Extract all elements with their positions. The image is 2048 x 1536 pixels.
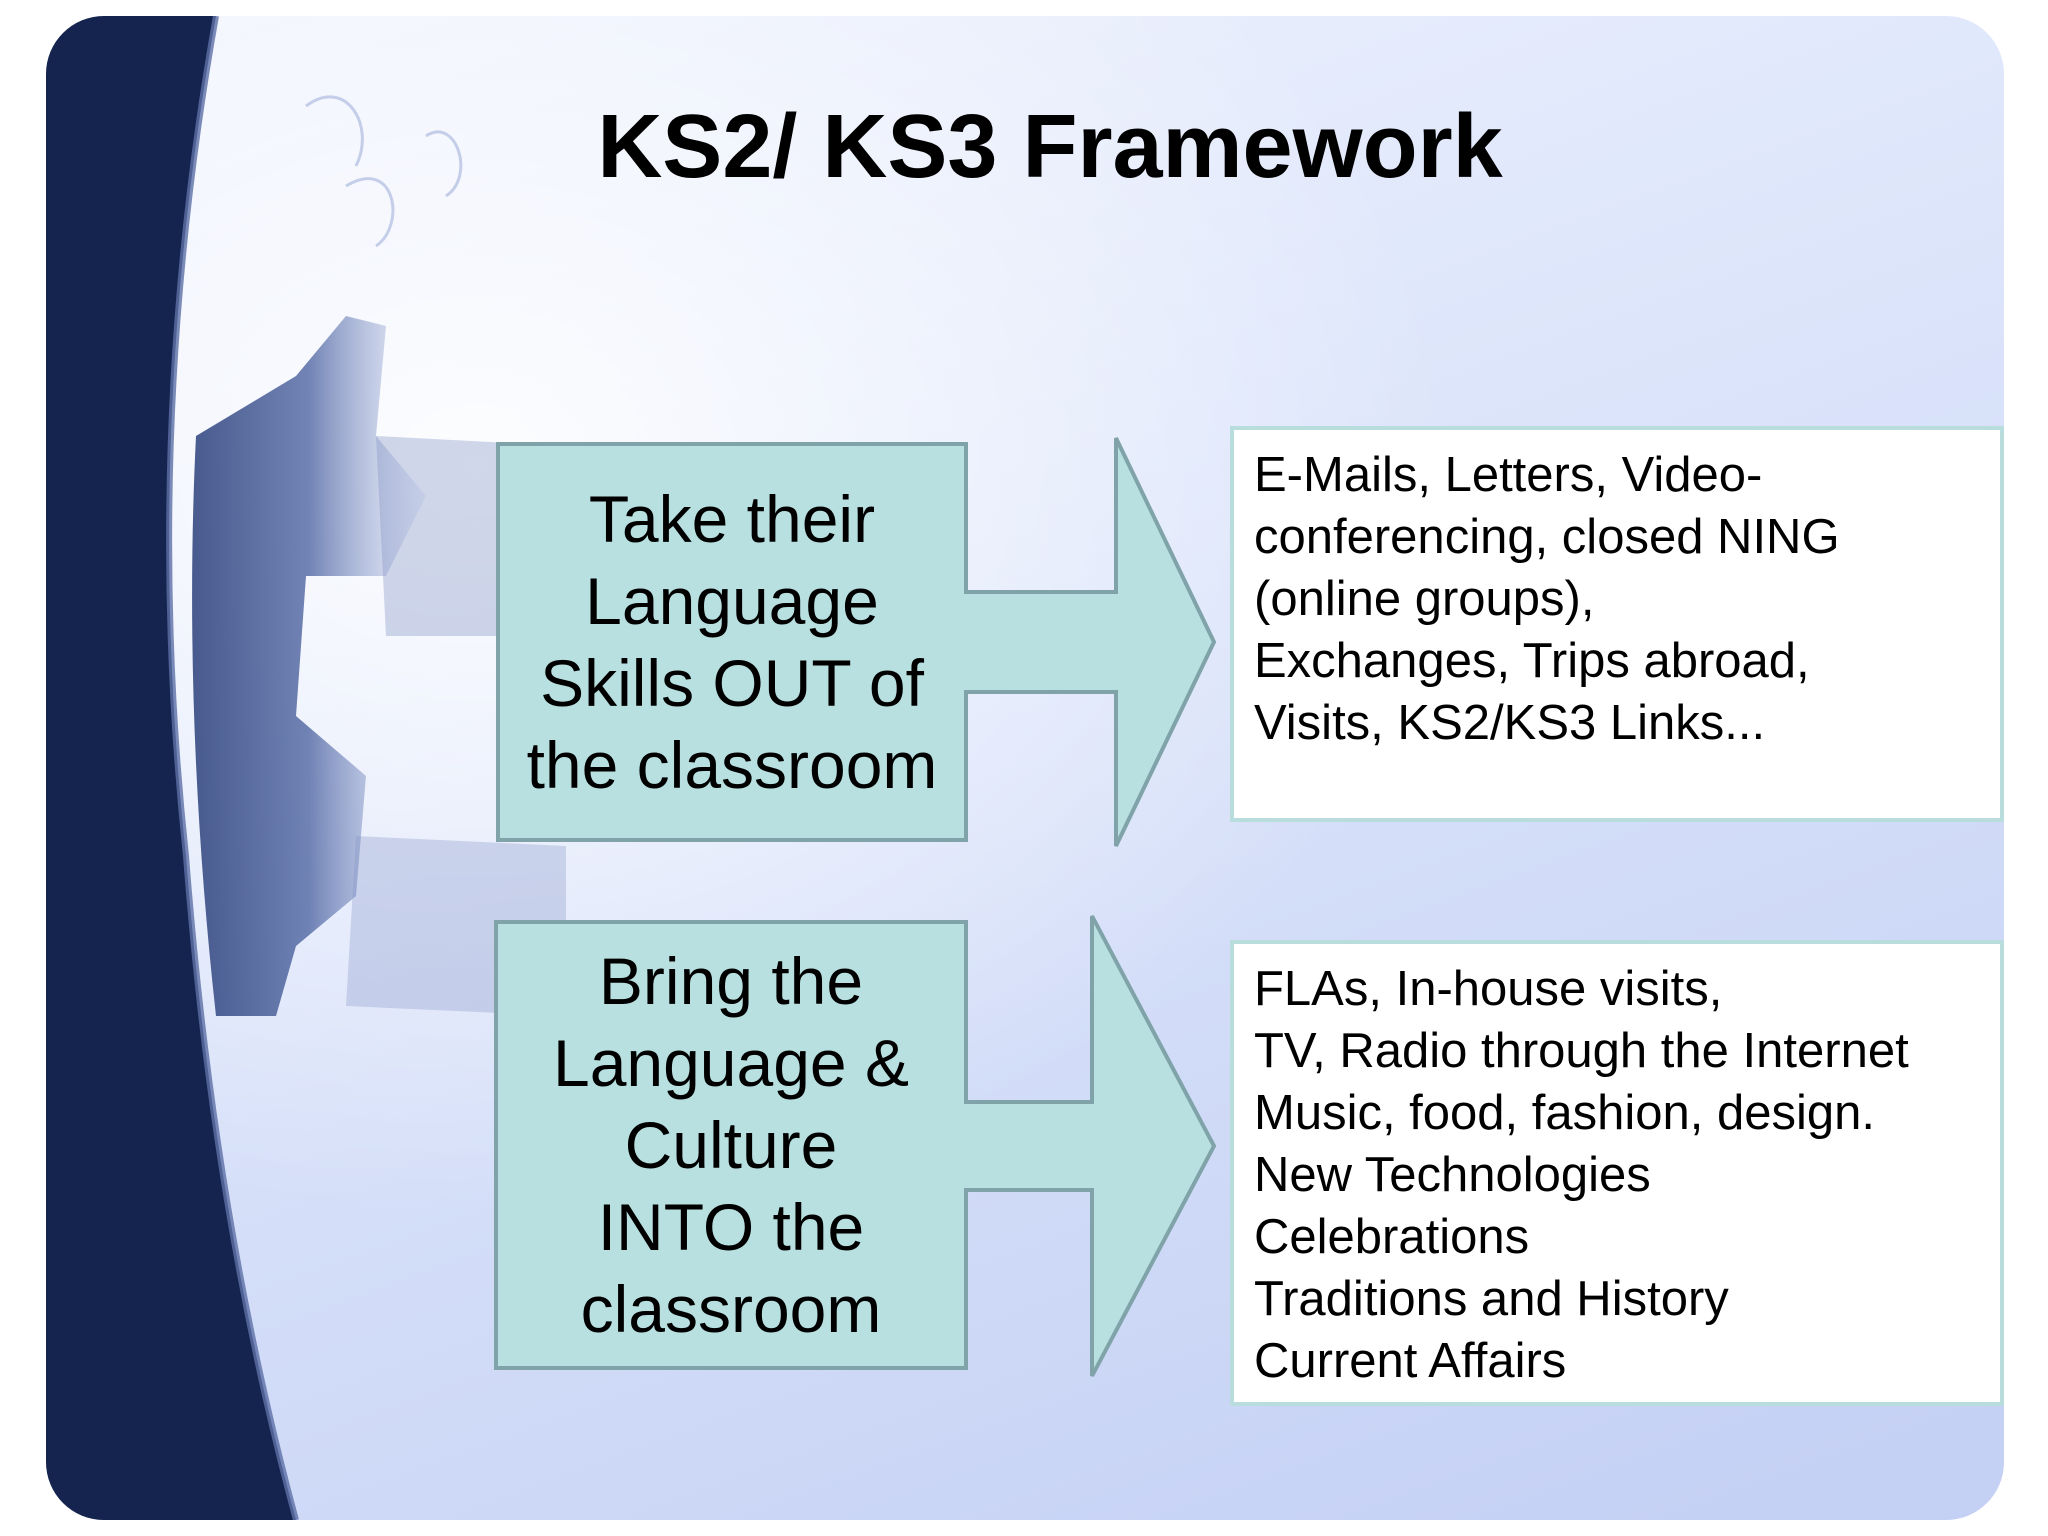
arrow-label-line: Culture bbox=[624, 1108, 838, 1182]
arrow-label-out: Take their Language Skills OUT of the cl… bbox=[498, 444, 966, 840]
arrow-shapes bbox=[494, 437, 1217, 1377]
arrow-label-line: the classroom bbox=[526, 728, 938, 802]
examples-line: New Technologies bbox=[1254, 1148, 1651, 1202]
arrow-label-line: Language & bbox=[552, 1026, 909, 1100]
arrow-out-of-classroom bbox=[496, 437, 1217, 847]
examples-line: E-Mails, Letters, Video- bbox=[1254, 448, 1763, 502]
examples-line: Visits, KS2/KS3 Links... bbox=[1254, 696, 1766, 750]
arrow-label-line: Skills OUT of bbox=[540, 646, 924, 720]
arrow-into-classroom bbox=[494, 915, 1217, 1377]
arrow-label-line: Bring the bbox=[598, 944, 864, 1018]
arrow-label-line: classroom bbox=[580, 1272, 882, 1346]
arrow-label-line: Take their bbox=[588, 482, 876, 556]
slide: KS2/ KS3 Framework Take their Language S… bbox=[46, 16, 2004, 1520]
arrow-label-line: INTO the bbox=[597, 1190, 865, 1264]
examples-line: FLAs, In-house visits, bbox=[1254, 962, 1723, 1016]
examples-line: Exchanges, Trips abroad, bbox=[1254, 634, 1810, 688]
slide-title: KS2/ KS3 Framework bbox=[597, 97, 1503, 197]
arrow-label-line: Language bbox=[585, 564, 879, 638]
examples-line: Traditions and History bbox=[1254, 1272, 1729, 1326]
examples-line: Celebrations bbox=[1254, 1210, 1530, 1264]
examples-line: Current Affairs bbox=[1254, 1334, 1567, 1388]
examples-box-into: FLAs, In-house visits, TV, Radio through… bbox=[1230, 940, 2004, 1406]
arrow-label-into: Bring the Language & Culture INTO the cl… bbox=[496, 922, 966, 1368]
examples-line: Music, food, fashion, design. bbox=[1254, 1086, 1876, 1140]
examples-line: conferencing, closed NING bbox=[1254, 510, 1840, 564]
examples-box-out: E-Mails, Letters, Video- conferencing, c… bbox=[1230, 426, 2004, 822]
examples-line: TV, Radio through the Internet bbox=[1254, 1024, 1909, 1078]
examples-line: (online groups), bbox=[1254, 572, 1595, 626]
